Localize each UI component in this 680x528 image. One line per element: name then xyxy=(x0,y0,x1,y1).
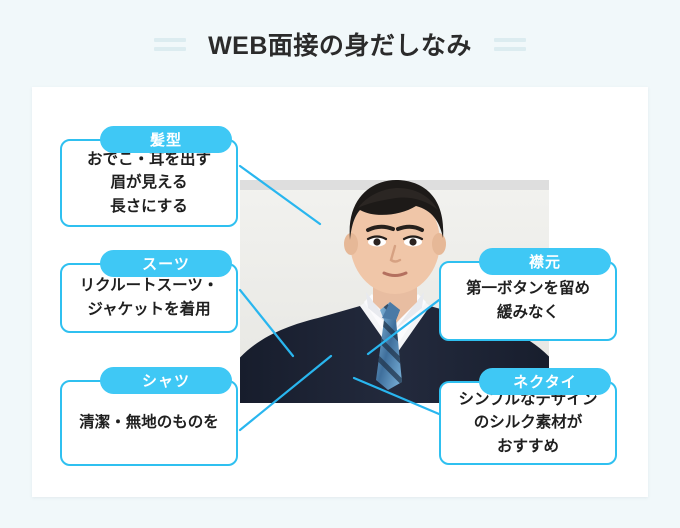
page-title: WEB面接の身だしなみ xyxy=(208,32,472,60)
title-decoration-right-icon xyxy=(493,37,526,51)
callout-label-collar: 襟元 xyxy=(479,248,611,275)
callout-text-shirt: 清潔・無地のものを xyxy=(79,414,219,432)
page-title-row: WEB面接の身だしなみ xyxy=(0,22,680,66)
callout-collar: 襟元 第一ボタンを留め 緩みなく xyxy=(439,248,617,341)
callout-tie: ネクタイ シンプルなデザイン のシルク素材が おすすめ xyxy=(439,368,617,465)
callout-hair: 髪型 おでこ・耳を出す 眉が見える 長さにする xyxy=(60,126,238,227)
title-decoration-left-icon xyxy=(154,37,187,51)
callout-text-tie: シンプルなデザイン のシルク素材が おすすめ xyxy=(458,390,598,455)
callout-shirt: シャツ 清潔・無地のものを xyxy=(60,367,238,466)
callout-suit: スーツ リクルートスーツ・ ジャケットを着用 xyxy=(60,250,238,333)
callout-label-suit: スーツ xyxy=(100,250,232,277)
callout-text-collar: 第一ボタンを留め 緩みなく xyxy=(465,280,590,321)
callout-label-hair: 髪型 xyxy=(100,126,232,153)
callout-label-tie: ネクタイ xyxy=(479,368,611,395)
callout-text-hair: おでこ・耳を出す 眉が見える 長さにする xyxy=(86,150,211,215)
callout-label-shirt: シャツ xyxy=(100,367,232,394)
callout-text-suit: リクルートスーツ・ ジャケットを着用 xyxy=(79,277,219,318)
